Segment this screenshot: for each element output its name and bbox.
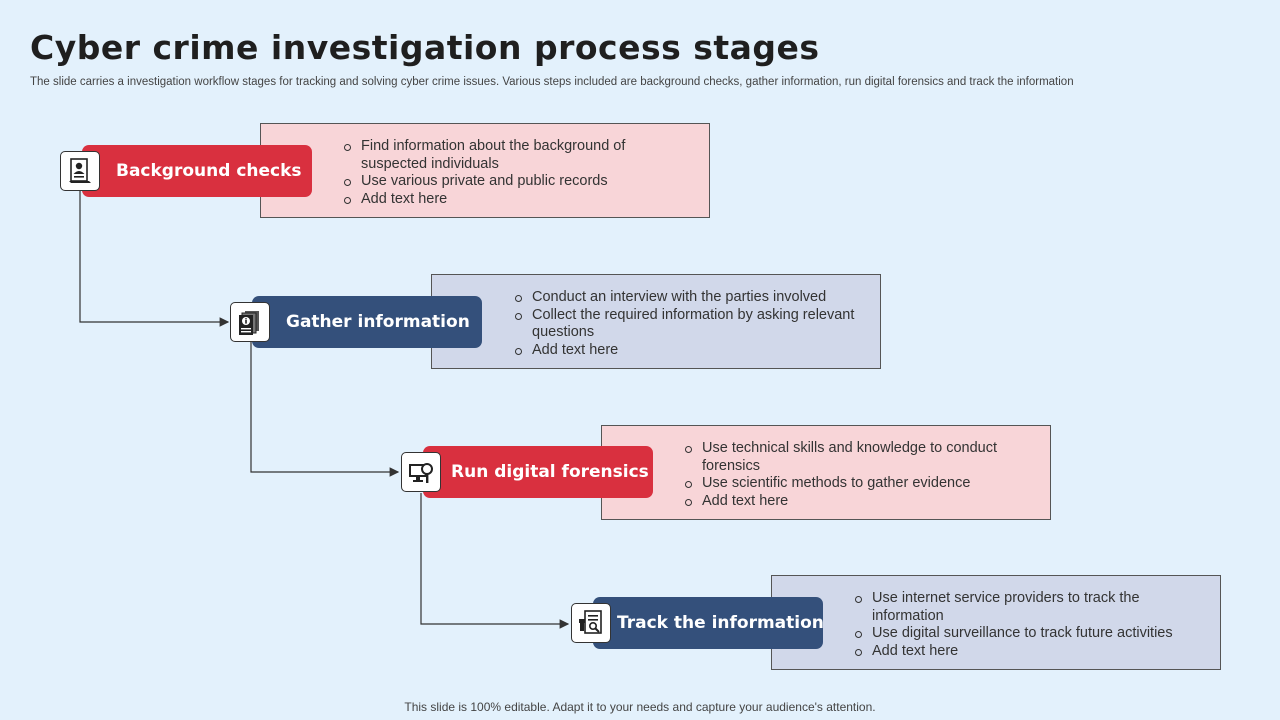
stage-3-details: Use technical skills and knowledge to co… [601, 425, 1051, 520]
stage-4-label: Track the information [593, 597, 824, 649]
stage-1-label: Background checks [82, 145, 312, 197]
id-document-icon [60, 151, 100, 191]
page-subtitle: The slide carries a investigation workfl… [30, 76, 1074, 88]
stage-1-details: Find information about the background of… [260, 123, 710, 218]
connector-1 [79, 191, 230, 327]
stage-3-bullet-3: Add text here [682, 493, 1027, 511]
stage-1-bullet-2: Use various private and public records [341, 173, 686, 191]
stage-4-bullet-3: Add text here [852, 643, 1197, 661]
stage-2-bullet-1: Conduct an interview with the parties in… [512, 289, 857, 307]
stage-2-bullet-3: Add text here [512, 342, 857, 360]
stage-1-bullet-3: Add text here [341, 191, 686, 209]
stage-3-bullet-2: Use scientific methods to gather evidenc… [682, 475, 1027, 493]
connector-2 [250, 342, 400, 477]
stage-2-bullet-2: Collect the required information by aski… [512, 307, 857, 342]
connector-3 [420, 493, 570, 629]
computer-magnifier-icon [401, 452, 441, 492]
stage-2-details: Conduct an interview with the parties in… [431, 274, 881, 369]
footer-note: This slide is 100% editable. Adapt it to… [404, 700, 876, 714]
page-title: Cyber crime investigation process stages [30, 28, 820, 67]
stage-4-bullet-2: Use digital surveillance to track future… [852, 625, 1197, 643]
info-documents-icon [230, 302, 270, 342]
stage-2-label: Gather information [252, 296, 482, 348]
stage-3-label: Run digital forensics [423, 446, 653, 498]
stage-1-bullet-1: Find information about the background of… [341, 138, 686, 173]
stage-4-details: Use internet service providers to track … [771, 575, 1221, 670]
stage-4-bullet-1: Use internet service providers to track … [852, 590, 1197, 625]
tracking-report-icon [571, 603, 611, 643]
stage-3-bullet-1: Use technical skills and knowledge to co… [682, 440, 1027, 475]
